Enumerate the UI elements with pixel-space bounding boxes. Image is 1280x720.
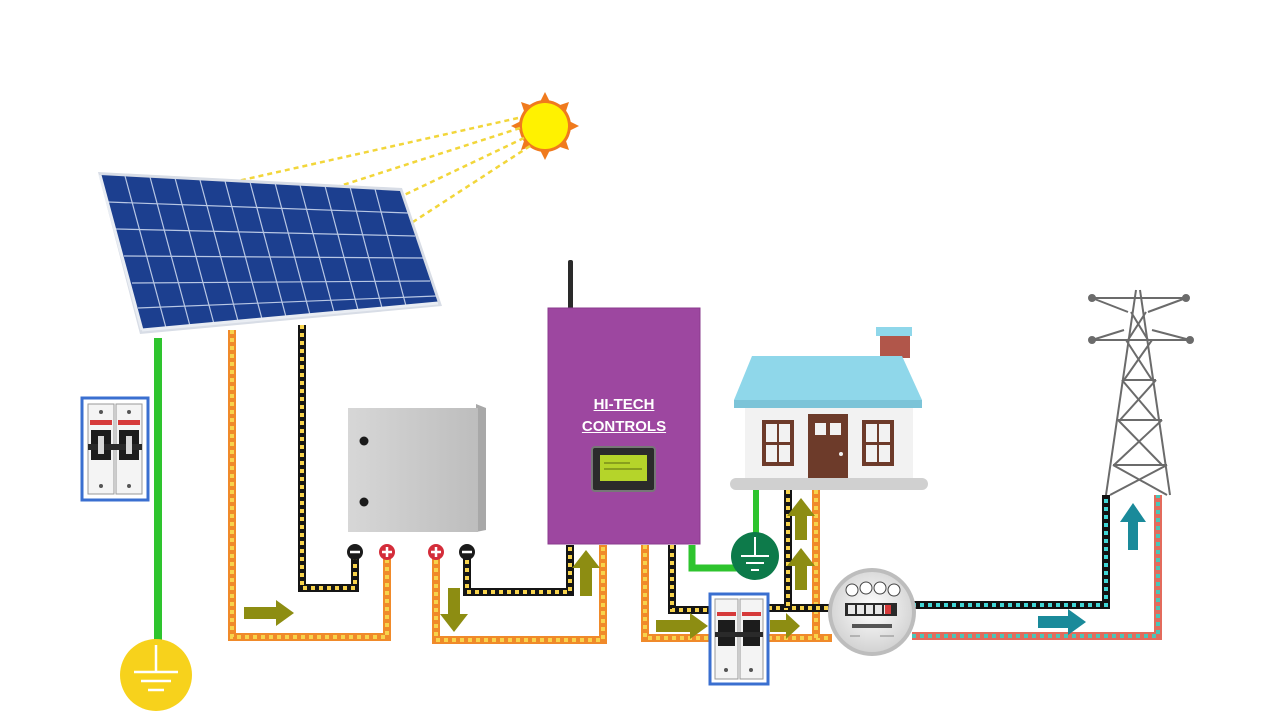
grid-neutral-wire [912,495,1162,640]
dc-breaker-icon [80,396,150,502]
ground-wire-inverter [688,545,740,572]
arrow-down-icon [440,588,468,632]
arrow-up-icon [787,498,815,540]
arrow-up-icon [572,550,600,596]
negative-terminal-icon [459,544,475,560]
wires [154,325,1162,644]
dc-positive-wire-1 [228,330,391,641]
dc-negative-wire-2 [463,545,574,596]
inverter-icon [547,260,701,545]
ac-neutral-wire-1 [668,545,712,614]
positive-terminal-icon [428,544,444,560]
dc-positive-wire-2 [432,545,607,644]
arrow-right-icon [770,613,800,639]
transmission-tower-icon [1088,289,1194,496]
door-icon [808,414,848,480]
ac-breaker-icon [708,592,770,686]
negative-terminal-icon [347,544,363,560]
house-icon [730,327,928,490]
flow-arrows [244,498,1146,639]
terminals [347,544,475,560]
arrow-right-icon [1038,609,1086,635]
chimney-icon [880,332,910,358]
arrow-right-icon [244,600,294,626]
dc-negative-wire-1 [298,325,359,592]
ac-line-wire-2 [768,490,832,642]
ac-neutral-wire-2 [768,490,832,612]
ground-icon [731,532,779,580]
positive-terminal-icon [379,544,395,560]
arrow-up-icon [1120,503,1146,550]
window-icon [862,420,894,466]
arrow-right-icon [656,613,708,639]
ground-icon [120,639,192,711]
window-icon [762,420,794,466]
energy-meter-icon [828,568,916,656]
solar-panel-icon [98,172,442,334]
inverter-brand-label: HI-TECH CONTROLS [560,394,688,438]
brand-line-1: HI-TECH [593,396,655,413]
antenna-icon [568,260,573,310]
arrow-up-icon [787,548,815,590]
ac-line-wire-1 [641,545,712,642]
sun-icon [511,92,579,160]
combiner-box-icon [348,404,486,532]
brand-line-2: CONTROLS [581,418,667,435]
grid-line-wire [912,495,1110,609]
